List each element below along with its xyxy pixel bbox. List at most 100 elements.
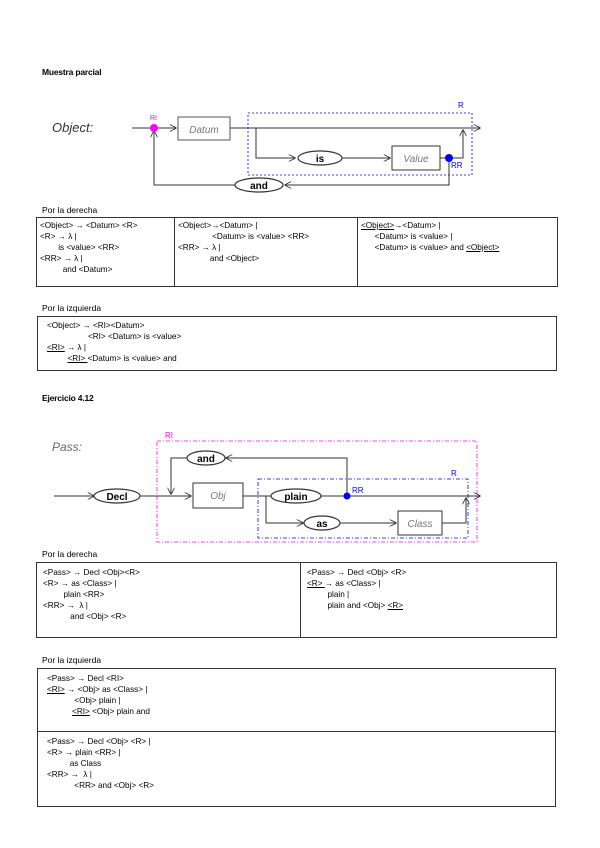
syntax-diagram-pass: Pass: RI R Decl Obj plain as Class and R… <box>52 431 600 543</box>
node-decl-label: Decl <box>106 492 127 503</box>
label-ri: RI <box>150 115 157 122</box>
label-ri: RI <box>165 431 173 440</box>
label-r: R <box>458 101 464 110</box>
grammar-line: <RI> <Datum> is <value> <box>47 331 553 342</box>
grammar-line: <R> → as <Class> | <box>43 578 297 589</box>
node-and-label: and <box>250 181 268 192</box>
underlined-nonterminal: <RI> <box>67 354 88 363</box>
grammar-line: <R> → as <Class> | <box>307 578 553 589</box>
underlined-nonterminal: <RI> <box>72 707 90 716</box>
connector-line <box>154 131 235 186</box>
grammar-line: <RR> → λ | <box>43 600 297 611</box>
grammar-line: <RI> → <Obj> as <Class> | <box>47 684 552 695</box>
node-obj-label: Obj <box>210 491 226 502</box>
grammar-cell: <Pass> → Decl <RI><RI> → <Obj> as <Class… <box>44 669 555 731</box>
grammar-line: <Datum> is <value> <RR> <box>178 231 354 242</box>
grammar-line: plain and <Obj> <R> <box>307 600 553 611</box>
grammar-text: →<Datum> | <box>394 221 441 230</box>
underlined-nonterminal: <R> <box>307 579 325 588</box>
region-r-box <box>247 112 473 176</box>
grammar-text: <Datum> is <value> and <box>87 354 177 363</box>
region-ri-box <box>156 440 478 543</box>
underlined-nonterminal: <R> <box>387 601 404 610</box>
node-value-label: Value <box>403 154 429 165</box>
grammar-text: <RR> → λ | <box>47 770 92 779</box>
grammar-cell: <Pass> → Decl <Obj> <R><R> → as <Class> … <box>300 563 556 637</box>
grammar-text: <Obj> plain | <box>47 696 121 705</box>
grammar-text: <R> → plain <RR> | <box>47 748 121 757</box>
grammar-line: <RI> <Obj> plain and <box>47 706 552 717</box>
connector-line <box>255 128 295 158</box>
grammar-text: <Object> → <Datum> <R> <box>40 221 138 230</box>
grammar-text: <Pass> → Decl <Obj> <R> <box>307 568 407 577</box>
grammar-text: <RR> → λ | <box>40 254 83 263</box>
rule-name-pass: Pass: <box>52 440 82 454</box>
node-class-label: Class <box>407 519 432 530</box>
node-plain-oval <box>270 488 322 504</box>
grammar-line: <RR> and <Obj> <R> <box>47 780 552 791</box>
grammar-text <box>47 707 72 716</box>
grammar-text: <Datum> is <value> and <box>361 243 467 252</box>
point-rr-dot <box>343 492 351 500</box>
grammar-line: <Pass> → Decl <Obj> <R> | <box>47 736 552 747</box>
point-rr-dot <box>445 154 453 162</box>
grammar-cell: <Object>→<Datum> | <Datum> is <value> <R… <box>174 218 357 286</box>
caption-por-la-izquierda: Por la izquierda <box>42 303 102 313</box>
grammar-text: <RI> <Datum> is <value> <box>47 332 182 341</box>
grammar-line: <Obj> plain | <box>47 695 552 706</box>
grammar-text: and <Datum> <box>40 265 113 274</box>
connector-line <box>442 498 466 524</box>
grammar-text: → λ | <box>64 343 86 352</box>
grammar-text: plain and <Obj> <box>307 601 388 610</box>
grammar-line: and <Obj> <R> <box>43 611 297 622</box>
connector-line <box>226 458 348 496</box>
underlined-nonterminal: <RI> <box>47 343 65 352</box>
caption-por-la-izquierda: Por la izquierda <box>42 655 102 665</box>
point-ri-dot <box>150 124 158 132</box>
grammar-line: <RR> → λ | <box>47 769 552 780</box>
grammar-line: <Datum> is <value> and <Object> <box>361 242 554 253</box>
label-rr: RR <box>451 161 463 170</box>
grammar-line: <Object> → <Datum> <R> <box>40 220 171 231</box>
grammar-table-izquierda: <Object> → <RI><Datum> <RI> <Datum> is <… <box>37 316 557 371</box>
grammar-table-derecha: <Pass> → Decl <Obj><R><R> → as <Class> |… <box>36 562 557 638</box>
grammar-line: <RI> <Datum> is <value> and <box>47 353 553 364</box>
grammar-line: <Pass> → Decl <Obj><R> <box>43 567 297 578</box>
node-plain-label: plain <box>284 492 307 503</box>
grammar-line: <R> → λ | <box>40 231 171 242</box>
grammar-line: <R> → plain <RR> | <box>47 747 552 758</box>
grammar-text: <RR> → λ | <box>43 601 88 610</box>
grammar-line: <RI> → λ | <box>47 342 553 353</box>
grammar-text: plain <RR> <box>43 590 105 599</box>
grammar-line: <Object>→<Datum> | <box>178 220 354 231</box>
grammar-text: <Object> → <RI><Datum> <box>47 321 145 330</box>
node-datum-label: Datum <box>189 125 218 136</box>
grammar-cell: <Pass> → Decl <Obj><R><R> → as <Class> |… <box>37 563 300 637</box>
grammar-text: → as <Class> | <box>324 579 381 588</box>
section-title-ejercicio: Ejercicio 4.12 <box>42 393 94 403</box>
grammar-text: <R> → λ | <box>40 232 77 241</box>
rule-name-object: Object: <box>52 120 94 135</box>
grammar-cell: <Pass> → Decl <Obj> <R> | <R> → plain <RR… <box>44 732 555 806</box>
grammar-text: and <Obj> <R> <box>43 612 127 621</box>
grammar-line: <Datum> is <value> | <box>361 231 554 242</box>
grammar-line: <Object> → <RI><Datum> <box>47 320 553 331</box>
row-divider <box>38 731 555 732</box>
connector-line <box>440 130 463 159</box>
node-as-label: as <box>316 519 328 530</box>
caption-por-la-derecha: Por la derecha <box>42 205 98 215</box>
grammar-text: as Class <box>47 759 102 768</box>
connector-line <box>285 158 450 185</box>
grammar-text: <Pass> → Decl <Obj> <R> | <box>47 737 151 746</box>
grammar-text: plain | <box>307 590 350 599</box>
node-class-box <box>397 510 443 536</box>
grammar-text: <R> → as <Class> | <box>43 579 117 588</box>
connector-line <box>171 457 187 494</box>
grammar-text: <RR> → λ | <box>178 243 221 252</box>
underlined-nonterminal: <RI> <box>47 685 65 694</box>
grammar-line: <Pass> → Decl <RI> <box>47 673 552 684</box>
grammar-text: → <Obj> as <Class> | <box>64 685 148 694</box>
grammar-cell: <Object> → <Datum> <R><R> → λ | is <valu… <box>37 218 174 286</box>
grammar-text: <Datum> is <value> | <box>361 232 453 241</box>
grammar-cell: <Object>→<Datum> | <Datum> is <value> | … <box>357 218 557 286</box>
